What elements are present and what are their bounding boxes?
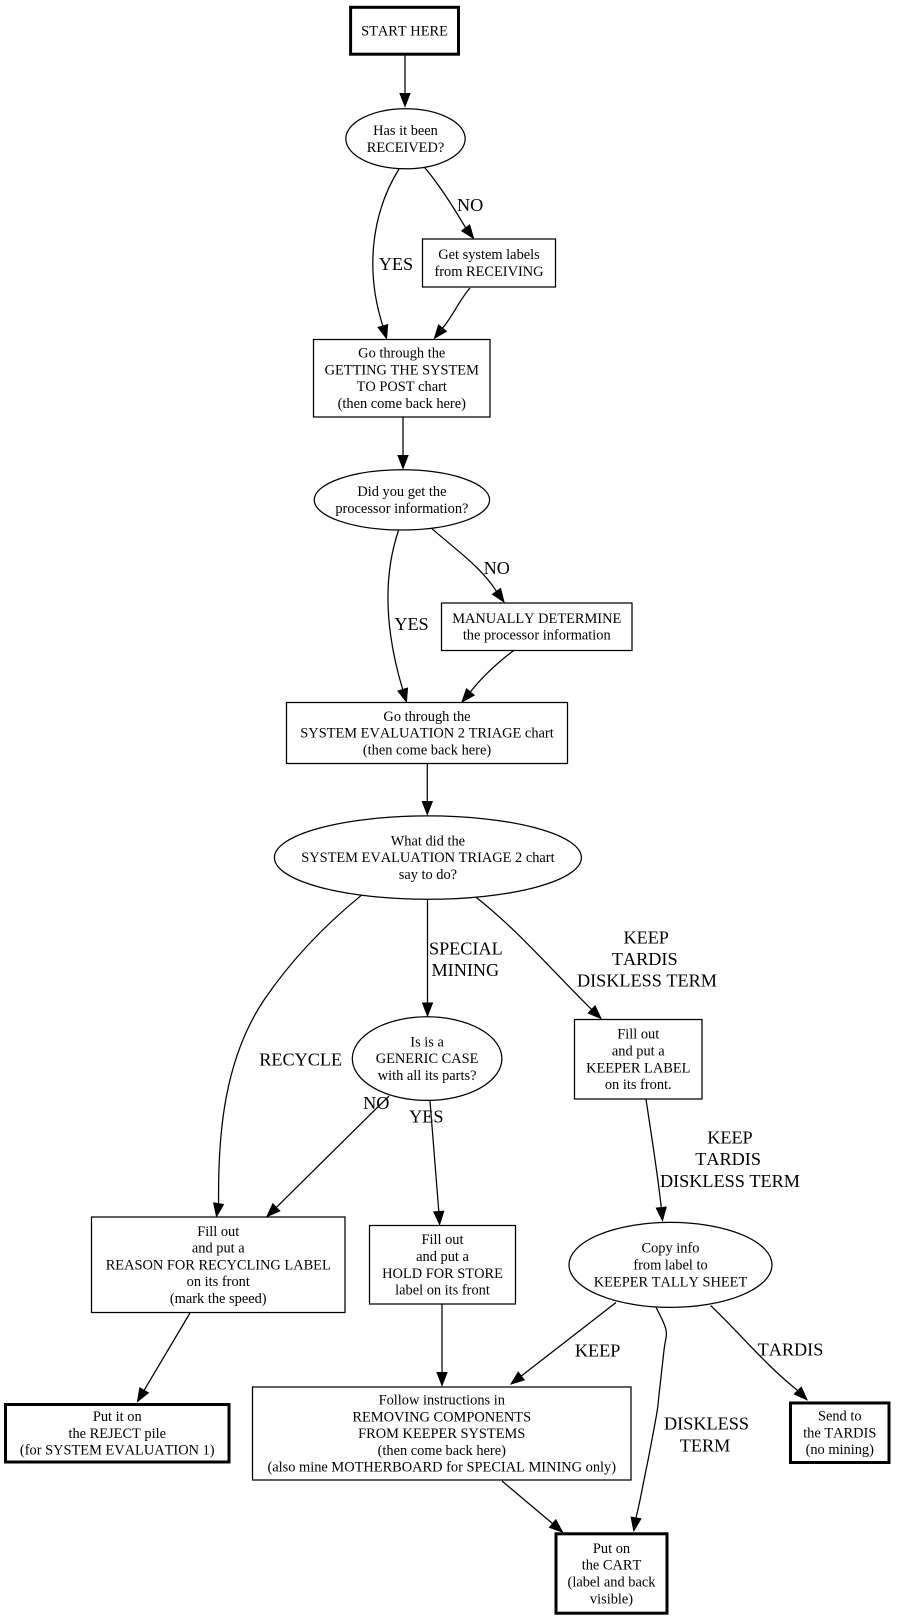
svg-text:say to do?: say to do?: [399, 867, 457, 883]
svg-text:Send to: Send to: [818, 1409, 862, 1425]
svg-text:KEEP: KEEP: [575, 1340, 620, 1360]
svg-text:Did you get the: Did you get the: [357, 484, 446, 500]
svg-text:Fill out: Fill out: [197, 1224, 239, 1240]
svg-text:DISKLESS: DISKLESS: [664, 1414, 749, 1434]
svg-text:MINING: MINING: [431, 960, 499, 980]
svg-text:processor information?: processor information?: [335, 501, 468, 517]
svg-text:YES: YES: [379, 254, 413, 274]
svg-text:Go through the: Go through the: [383, 709, 470, 725]
svg-text:from label to: from label to: [633, 1258, 707, 1274]
svg-text:Follow instructions in: Follow instructions in: [379, 1393, 505, 1409]
svg-text:KEEP: KEEP: [623, 927, 668, 947]
svg-text:label on its front: label on its front: [395, 1283, 490, 1299]
svg-text:the processor information: the processor information: [463, 628, 611, 644]
svg-text:the REJECT pile: the REJECT pile: [68, 1426, 166, 1442]
svg-text:Put on: Put on: [593, 1541, 630, 1557]
svg-text:KEEPER TALLY SHEET: KEEPER TALLY SHEET: [594, 1274, 748, 1290]
svg-text:(for SYSTEM EVALUATION 1): (for SYSTEM EVALUATION 1): [20, 1443, 215, 1459]
svg-text:DISKLESS TERM: DISKLESS TERM: [577, 970, 717, 990]
svg-text:Fill out: Fill out: [617, 1027, 659, 1043]
svg-text:NO: NO: [457, 195, 483, 215]
svg-text:TARDIS: TARDIS: [758, 1340, 824, 1360]
svg-text:(label and back: (label and back: [568, 1575, 657, 1591]
svg-text:the TARDIS: the TARDIS: [803, 1425, 876, 1441]
svg-text:GENERIC CASE: GENERIC CASE: [376, 1051, 479, 1067]
svg-text:HOLD FOR STORE: HOLD FOR STORE: [382, 1266, 503, 1282]
svg-text:(also mine MOTHERBOARD for SPE: (also mine MOTHERBOARD for SPECIAL MININ…: [267, 1460, 616, 1476]
svg-text:REASON FOR RECYCLING LABEL: REASON FOR RECYCLING LABEL: [106, 1257, 331, 1273]
svg-text:Copy info: Copy info: [642, 1241, 700, 1257]
svg-text:GETTING THE SYSTEM: GETTING THE SYSTEM: [325, 362, 479, 378]
svg-text:Fill out: Fill out: [422, 1232, 464, 1248]
svg-text:Put it on: Put it on: [93, 1409, 142, 1425]
svg-text:SPECIAL: SPECIAL: [429, 939, 503, 959]
svg-text:FROM KEEPER SYSTEMS: FROM KEEPER SYSTEMS: [358, 1426, 525, 1442]
svg-text:DISKLESS TERM: DISKLESS TERM: [660, 1171, 800, 1191]
svg-text:and put a: and put a: [612, 1043, 665, 1059]
svg-text:SYSTEM EVALUATION 2 TRIAGE cha: SYSTEM EVALUATION 2 TRIAGE chart: [300, 726, 553, 742]
svg-text:Get system labels: Get system labels: [438, 247, 540, 263]
svg-text:START HERE: START HERE: [361, 24, 448, 40]
svg-text:on its front.: on its front.: [605, 1077, 672, 1093]
svg-text:Go through the: Go through the: [358, 346, 445, 362]
svg-text:(no mining): (no mining): [806, 1442, 875, 1458]
svg-text:(then come back here): (then come back here): [378, 1443, 506, 1459]
svg-text:(mark the speed): (mark the speed): [170, 1291, 267, 1307]
svg-text:KEEP: KEEP: [707, 1128, 752, 1148]
svg-text:NO: NO: [363, 1093, 389, 1113]
svg-text:with all its parts?: with all its parts?: [378, 1068, 477, 1084]
svg-text:TARDIS: TARDIS: [612, 949, 678, 969]
svg-text:YES: YES: [394, 614, 428, 634]
svg-text:TERM: TERM: [680, 1435, 731, 1455]
svg-text:SYSTEM EVALUATION TRIAGE 2 cha: SYSTEM EVALUATION TRIAGE 2 chart: [301, 850, 554, 866]
svg-text:and put a: and put a: [192, 1241, 245, 1257]
svg-text:(then come back here): (then come back here): [363, 742, 491, 758]
svg-text:Has it been: Has it been: [373, 123, 438, 139]
svg-text:Is is a: Is is a: [410, 1034, 444, 1050]
svg-text:TO POST chart: TO POST chart: [357, 379, 447, 395]
svg-text:visible): visible): [590, 1591, 633, 1607]
svg-text:NO: NO: [484, 558, 510, 578]
svg-text:REMOVING COMPONENTS: REMOVING COMPONENTS: [352, 1409, 531, 1425]
svg-text:MANUALLY DETERMINE: MANUALLY DETERMINE: [452, 611, 621, 627]
svg-text:RECEIVED?: RECEIVED?: [367, 140, 445, 156]
svg-text:on its front: on its front: [187, 1274, 250, 1290]
svg-text:from RECEIVING: from RECEIVING: [434, 264, 543, 280]
svg-text:and put a: and put a: [416, 1249, 469, 1265]
svg-text:KEEPER LABEL: KEEPER LABEL: [586, 1060, 690, 1076]
svg-text:RECYCLE: RECYCLE: [259, 1049, 342, 1069]
svg-text:the CART: the CART: [582, 1558, 642, 1574]
svg-text:(then come back here): (then come back here): [338, 396, 466, 412]
svg-text:TARDIS: TARDIS: [695, 1149, 761, 1169]
svg-text:What did the: What did the: [391, 833, 465, 849]
svg-text:YES: YES: [409, 1106, 443, 1126]
